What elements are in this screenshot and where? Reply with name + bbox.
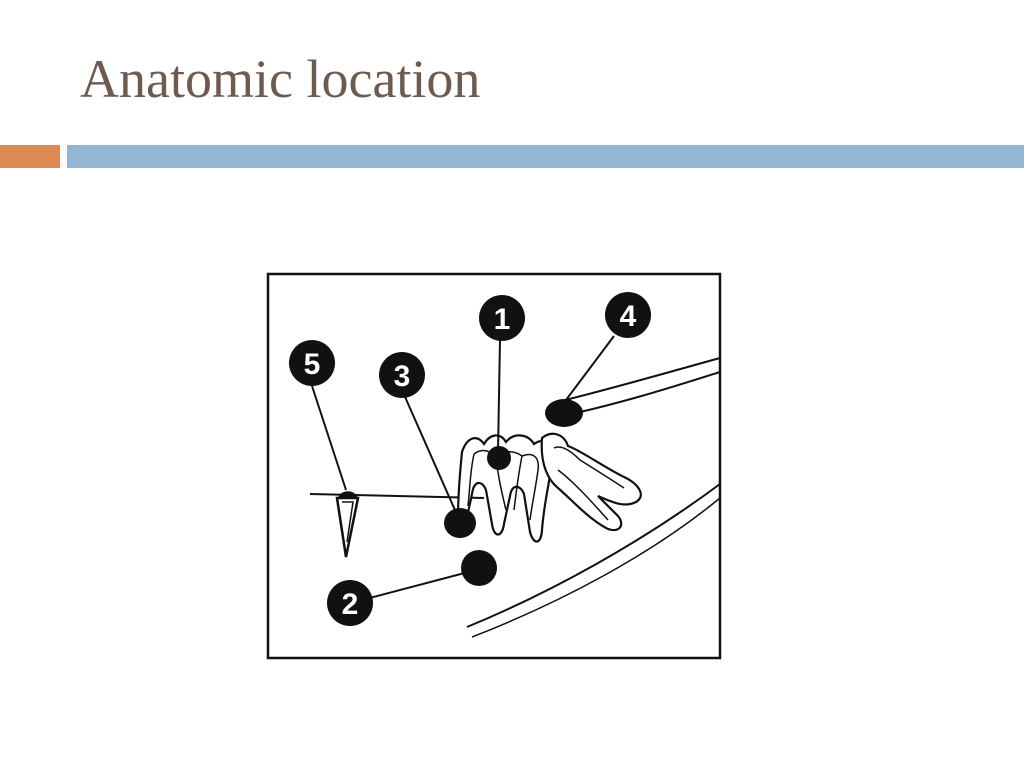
marker-3: 3 xyxy=(379,352,425,398)
marker-4: 4 xyxy=(605,292,651,338)
jaw-curve-lower-2 xyxy=(471,497,721,638)
leader-line-2 xyxy=(361,569,477,601)
jaw-curve-lower xyxy=(466,483,721,628)
tilted-tooth xyxy=(540,432,642,532)
lesion-dot-4 xyxy=(545,399,583,427)
accent-bar-orange xyxy=(0,145,60,168)
marker-5: 5 xyxy=(289,340,335,386)
slide-title: Anatomic location xyxy=(80,49,481,109)
tooth-anatomy-diagram: 1 2 3 4 5 xyxy=(262,262,730,664)
leader-line-5 xyxy=(311,385,347,491)
jaw-curve-upper xyxy=(556,357,721,403)
marker-5-label: 5 xyxy=(304,348,321,381)
accent-bar-blue xyxy=(67,145,1024,168)
marker-2: 2 xyxy=(327,580,373,626)
reference-line xyxy=(309,493,485,499)
leader-line-1 xyxy=(497,339,501,453)
lesion-dot-2 xyxy=(461,550,497,586)
marker-1: 1 xyxy=(479,295,525,341)
lesion-dot-5 xyxy=(338,491,358,498)
jaw-curve-upper-2 xyxy=(579,371,721,413)
marker-1-label: 1 xyxy=(494,303,511,336)
leader-line-4 xyxy=(565,335,615,401)
leader-line-3 xyxy=(401,389,459,518)
marker-3-label: 3 xyxy=(394,360,411,393)
lesion-dot-3 xyxy=(444,508,476,538)
lesion-dot-1 xyxy=(487,446,511,470)
marker-4-label: 4 xyxy=(620,300,637,333)
marker-2-label: 2 xyxy=(342,588,359,621)
